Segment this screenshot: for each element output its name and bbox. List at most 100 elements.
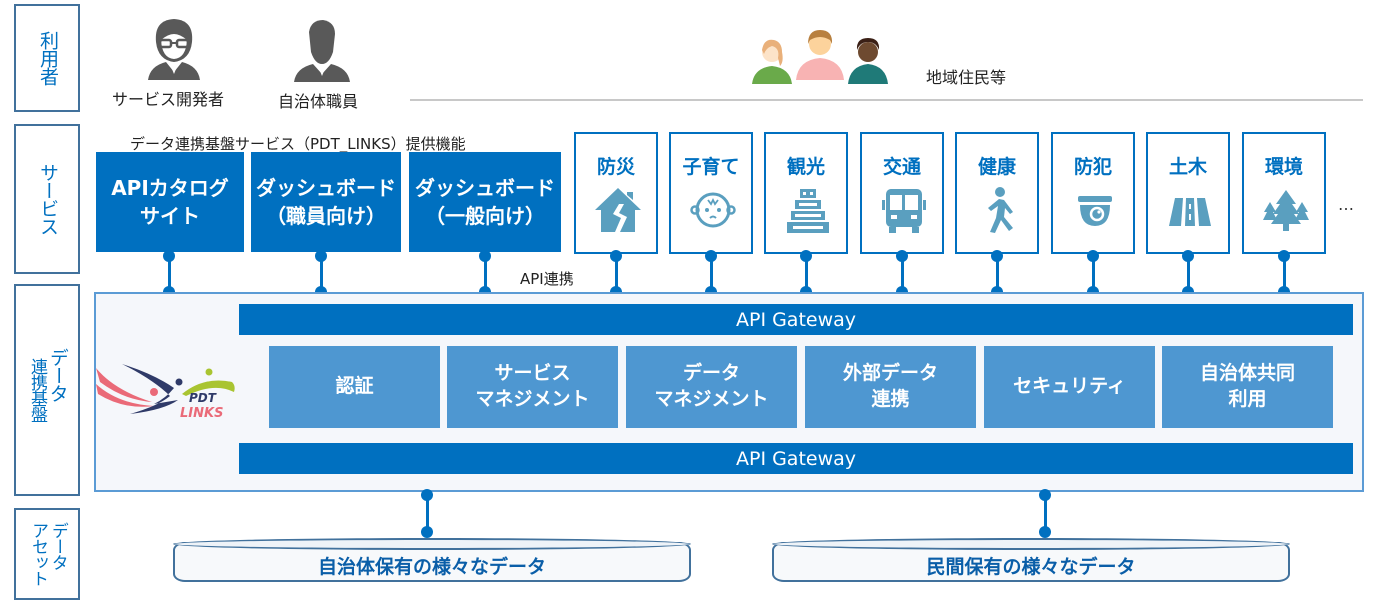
layer-label-text: データ [46,348,69,402]
security-camera-icon [1078,196,1112,226]
module-shared-municipal-use[interactable]: 自治体共同 利用 [1162,346,1333,428]
service-line: ダッシュボード [256,176,396,200]
connector-dot [479,250,491,262]
connector-line [168,254,171,292]
municipal-data-label: 自治体保有の様々なデータ [317,556,546,578]
bus-icon [882,189,926,233]
service-card-childcare[interactable]: 子育て [669,132,753,254]
service-card-health[interactable]: 健康 [955,132,1039,254]
connector-line [1283,254,1286,292]
service-card-environment[interactable]: 環境 [1242,132,1326,254]
logo-text-links: LINKS [180,406,223,420]
module-line: マネジメント [654,388,769,410]
service-dashboard-public[interactable]: ダッシュボード （一般向け） [409,152,561,252]
connector-dot [800,250,812,262]
connector-line [1187,254,1190,292]
api-gateway-bottom: API Gateway [239,443,1353,474]
service-card-label: 健康 [977,156,1016,178]
logo-text-pdt: PDT [189,391,217,405]
service-line: APIカタログ [111,176,229,200]
connector-line [710,254,713,292]
connector-dot [163,250,175,262]
connector-dot [1278,250,1290,262]
service-line: （一般向け） [425,204,545,228]
user-developer-label: サービス開発者 [112,90,225,109]
connector-line [996,254,999,292]
person-glasses-icon [148,19,200,80]
api-gateway-top: API Gateway [239,304,1353,335]
service-card-crime-prevention[interactable]: 防犯 [1051,132,1135,254]
layer-label-users: 利用者 [14,4,80,112]
module-authentication[interactable]: 認証 [269,346,440,428]
provided-services-caption: データ連携基盤サービス（PDT_LINKS）提供機能 [130,135,466,153]
private-data-store[interactable]: 民間保有の様々なデータ [772,538,1290,582]
module-external-data-link[interactable]: 外部データ 連携 [805,346,976,428]
connector-dot [1039,489,1051,501]
connector-dot [1182,250,1194,262]
module-line: 自治体共同 [1199,362,1295,385]
layer-label-services: サービス [14,124,80,274]
service-card-tourism[interactable]: 観光 [764,132,848,254]
road-icon [1169,198,1211,226]
module-security[interactable]: セキュリティ [984,346,1155,428]
module-service-management[interactable]: サービス マネジメント [447,346,618,428]
service-card-label: 交通 [882,156,921,178]
api-link-label: API連携 [520,270,574,288]
service-card-label: 子育て [682,156,740,178]
person-suit-icon [294,20,350,82]
connector-line [320,254,323,292]
connector-dot [705,250,717,262]
service-card-label: 環境 [1264,156,1303,178]
module-line: マネジメント [475,388,590,410]
module-line: 認証 [335,375,374,398]
service-card-label: 防災 [596,156,635,178]
walking-person-icon [988,187,1013,233]
connector-line [484,254,487,292]
connector-dot [1039,526,1051,538]
module-line: 連携 [871,388,910,410]
connector-line [901,254,904,292]
trees-icon [1263,190,1309,231]
connector-line [1092,254,1095,292]
connector-line [1044,494,1047,532]
layer-label-text: 連携基盤 [26,358,47,422]
connector-dot [896,250,908,262]
gateway-label: API Gateway [735,447,857,470]
module-line: セキュリティ [1013,375,1126,398]
layer-label-text: 利用者 [36,31,59,85]
castle-icon [787,189,829,233]
service-card-label: 防犯 [1073,156,1112,178]
layer-label-assets: データ アセット [14,508,80,600]
module-line: 外部データ [842,362,938,385]
connector-dot [610,250,622,262]
module-line: データ [682,362,740,385]
service-card-label: 土木 [1168,156,1207,178]
connector-dot [421,489,433,501]
connector-line [615,254,618,292]
users-divider [410,99,1363,101]
service-line: （職員向け） [266,204,386,228]
connector-dot [421,526,433,538]
municipal-data-store[interactable]: 自治体保有の様々なデータ [173,538,691,582]
service-card-label: 観光 [786,156,825,178]
service-card-civil-engineering[interactable]: 土木 [1146,132,1230,254]
baby-face-icon [690,192,736,228]
service-api-catalog[interactable]: APIカタログ サイト [96,152,244,252]
user-residents-label: 地域住民等 [926,68,1007,87]
connector-dot [315,250,327,262]
service-card-transport[interactable]: 交通 [860,132,944,254]
residents-group-icon [752,30,888,84]
database-cylinder-rim [772,538,1290,550]
connector-line [805,254,808,292]
layer-label-text: サービス [36,163,59,235]
connector-dot [1087,250,1099,262]
service-card-disaster[interactable]: 防災 [574,132,658,254]
connector-line [426,494,429,532]
private-data-label: 民間保有の様々なデータ [926,556,1136,578]
more-services-ellipsis: … [1338,195,1356,214]
service-dashboard-staff[interactable]: ダッシュボード （職員向け） [251,152,401,252]
service-line: サイト [140,204,200,228]
pdt-links-logo: PDT LINKS [96,364,235,420]
module-data-management[interactable]: データ マネジメント [626,346,797,428]
module-line: サービス [494,362,571,385]
